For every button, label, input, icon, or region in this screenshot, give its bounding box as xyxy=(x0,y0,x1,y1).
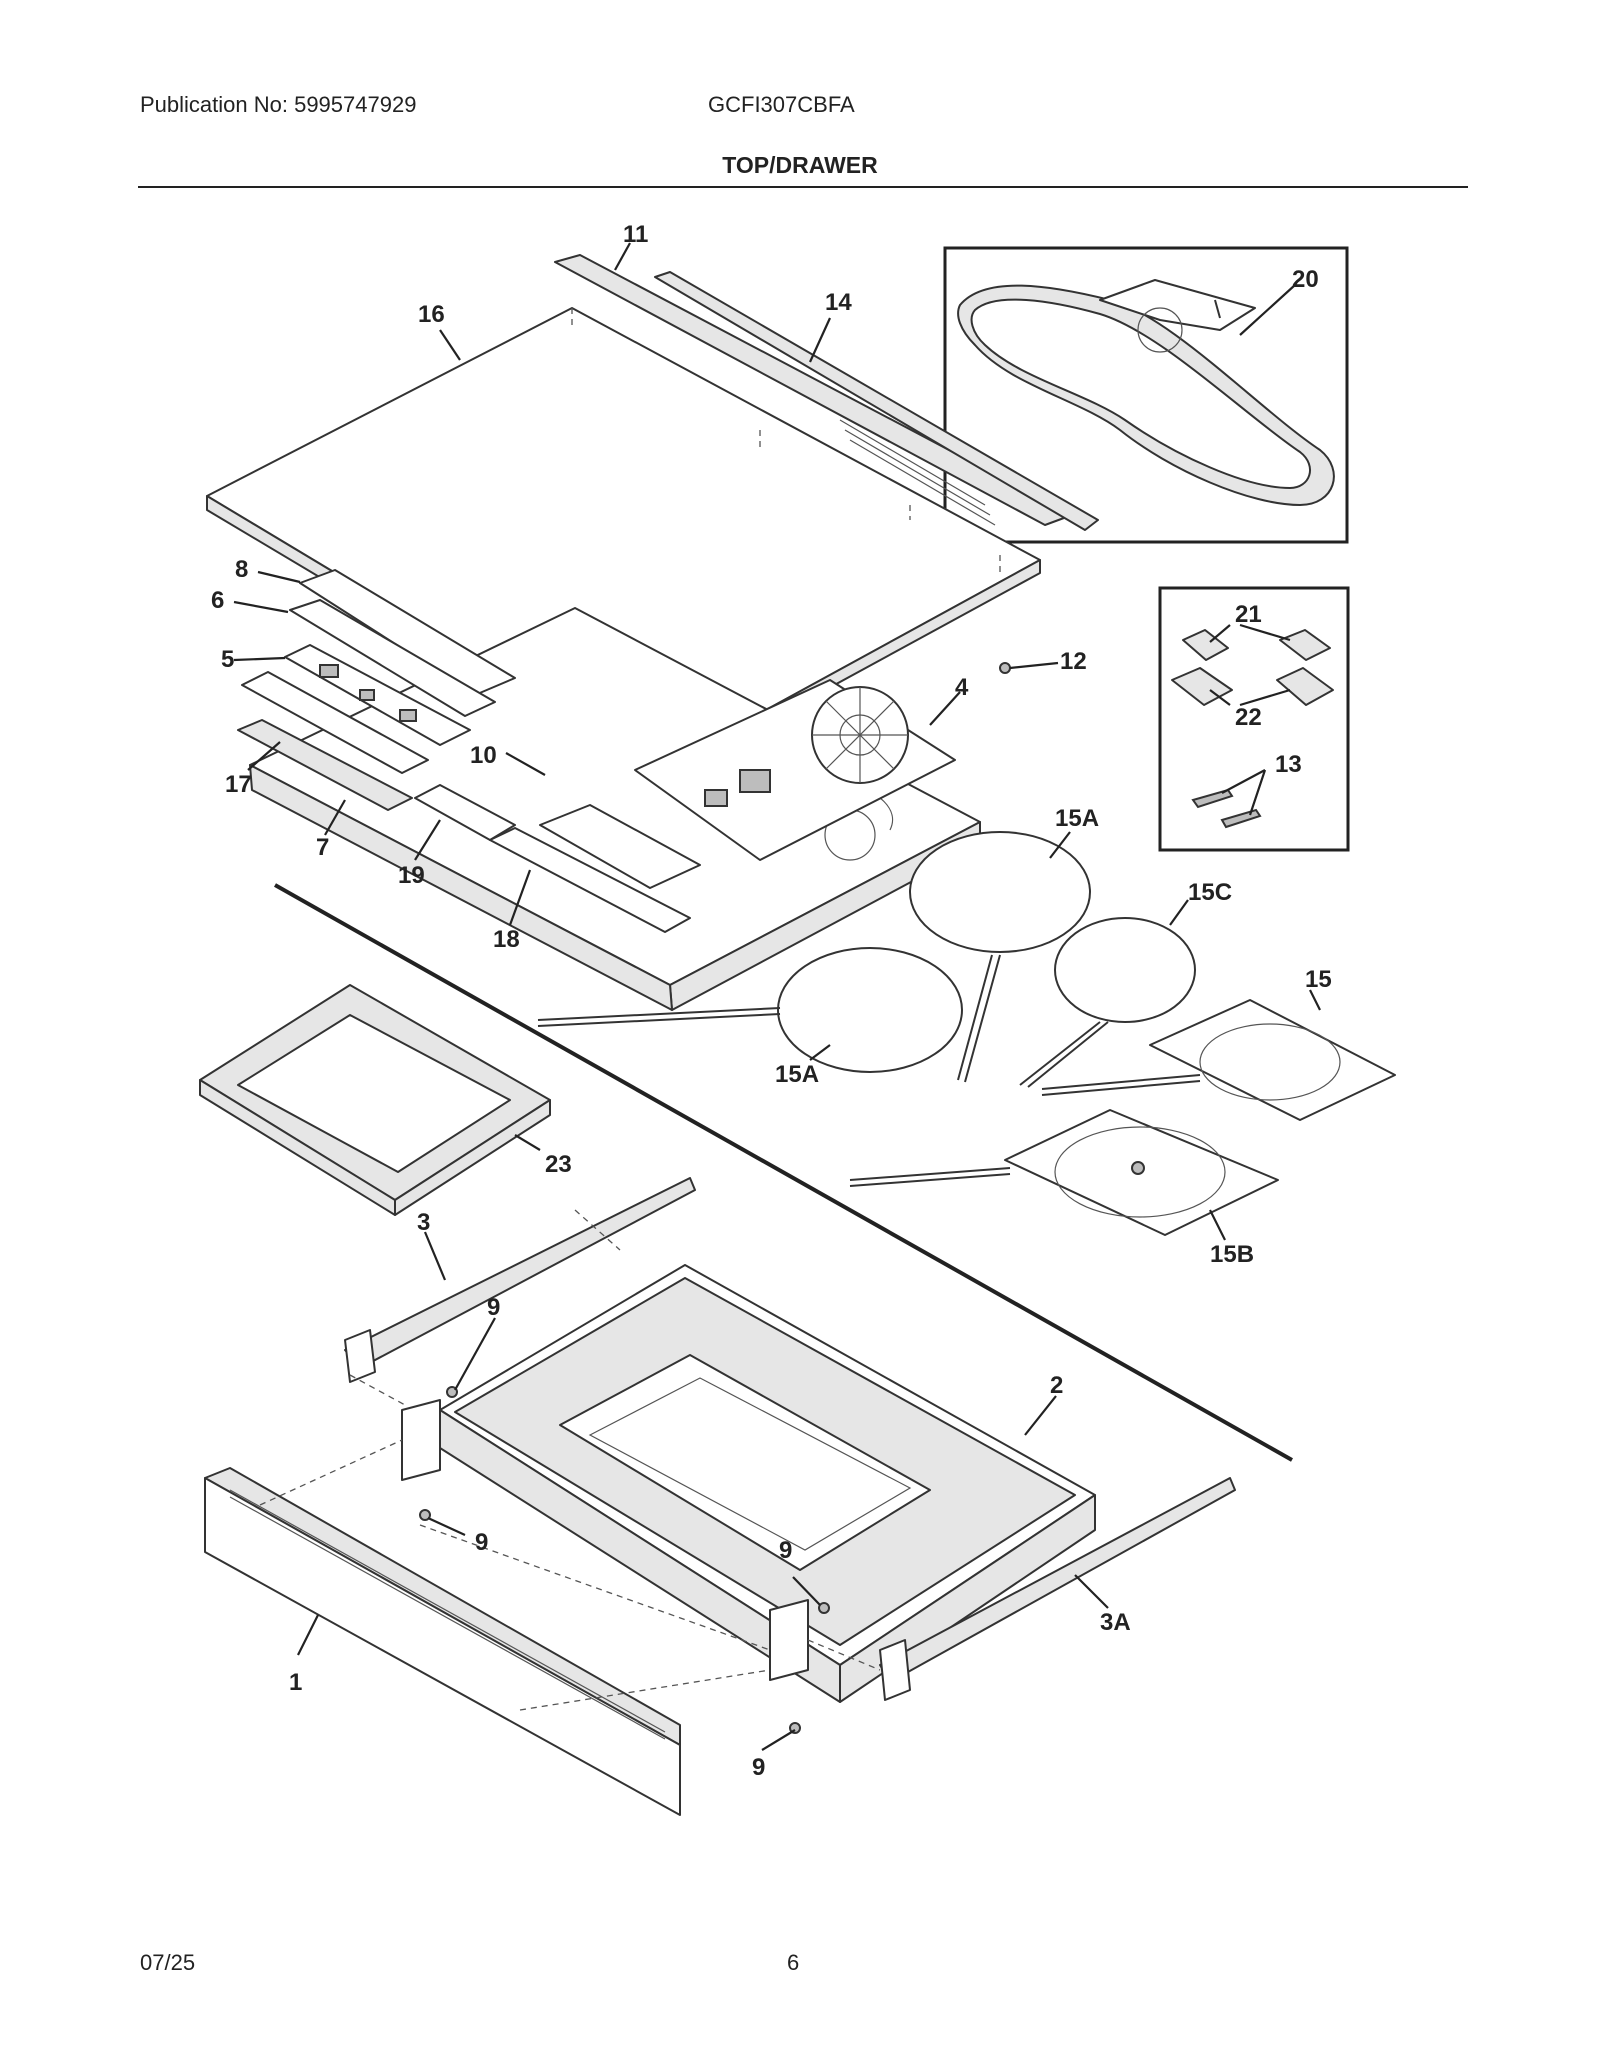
callout-22: 22 xyxy=(1235,704,1262,731)
callout-13: 13 xyxy=(1275,751,1302,778)
callout-3a: 3A xyxy=(1100,1609,1131,1636)
callout-9-upper-left: 9 xyxy=(487,1294,500,1321)
part-2-drawer-body xyxy=(439,1264,1096,1703)
part-15a-coil-front xyxy=(537,947,963,1073)
part-15a-coil-rear xyxy=(909,831,1091,1083)
section-title: TOP/DRAWER xyxy=(722,152,878,178)
callout-3: 3 xyxy=(417,1209,430,1236)
part-18-bracket xyxy=(489,827,691,933)
callout-4: 4 xyxy=(955,674,969,701)
model-number: GCFI307CBFA xyxy=(708,92,855,117)
callout-17: 17 xyxy=(225,771,252,798)
callout-9-lower-left: 9 xyxy=(475,1529,488,1556)
callout-10: 10 xyxy=(470,742,497,769)
callout-5: 5 xyxy=(221,646,234,673)
callout-labels: 11 16 14 20 8 6 5 12 4 10 17 7 19 18 15A… xyxy=(211,221,1332,1781)
callout-9-right: 9 xyxy=(779,1537,792,1564)
footer-date: 07/25 xyxy=(140,1950,196,1975)
part-1-drawer-front xyxy=(204,1467,681,1816)
part-4-power-board xyxy=(634,679,956,861)
vent-slots xyxy=(839,419,996,526)
footer-page-number: 6 xyxy=(787,1950,800,1975)
callout-19: 19 xyxy=(398,862,425,889)
callout-18: 18 xyxy=(493,926,520,953)
part-20-duct-inset xyxy=(943,246,1349,544)
section-divider-line xyxy=(274,883,1293,1462)
cooktop-chassis xyxy=(249,607,981,1011)
part-15b-coil-plate xyxy=(849,1109,1279,1236)
callout-15: 15 xyxy=(1305,966,1332,993)
callout-15a-front: 15A xyxy=(775,1061,819,1088)
front-bracket-left xyxy=(401,1399,441,1481)
callout-8: 8 xyxy=(235,556,248,583)
part-14-vent-trim xyxy=(654,271,1099,531)
callout-1: 1 xyxy=(289,1669,302,1696)
alignment-lines xyxy=(259,1209,881,1711)
callout-15a-rear: 15A xyxy=(1055,805,1099,832)
part-19-bracket xyxy=(414,784,516,841)
callout-11: 11 xyxy=(623,221,648,248)
part-5-user-interface-board xyxy=(284,644,471,746)
callout-leaders xyxy=(233,242,1321,1751)
part-23-drawer-liner xyxy=(199,984,551,1216)
callout-6: 6 xyxy=(211,587,224,614)
part-15-coil-plate xyxy=(1041,999,1396,1121)
callout-12: 12 xyxy=(1060,648,1087,675)
callout-7: 7 xyxy=(316,834,329,861)
callout-9-bottom: 9 xyxy=(752,1754,765,1781)
front-bracket-right xyxy=(769,1599,809,1681)
part-10-control-cover xyxy=(539,804,701,889)
part-6-insulator xyxy=(289,599,496,717)
callout-2: 2 xyxy=(1050,1372,1063,1399)
callout-15c: 15C xyxy=(1188,879,1232,906)
part-17-bracket xyxy=(241,671,429,774)
part-7-trim xyxy=(237,719,413,811)
callout-20: 20 xyxy=(1292,266,1319,293)
header-rule xyxy=(138,186,1468,188)
callout-15b: 15B xyxy=(1210,1241,1254,1268)
publication-number: Publication No: 5995747929 xyxy=(140,92,417,117)
callout-14: 14 xyxy=(825,289,852,316)
callout-23: 23 xyxy=(545,1151,572,1178)
callout-21: 21 xyxy=(1235,601,1262,628)
callout-16: 16 xyxy=(418,301,445,328)
part-15c-coil xyxy=(1019,917,1196,1088)
